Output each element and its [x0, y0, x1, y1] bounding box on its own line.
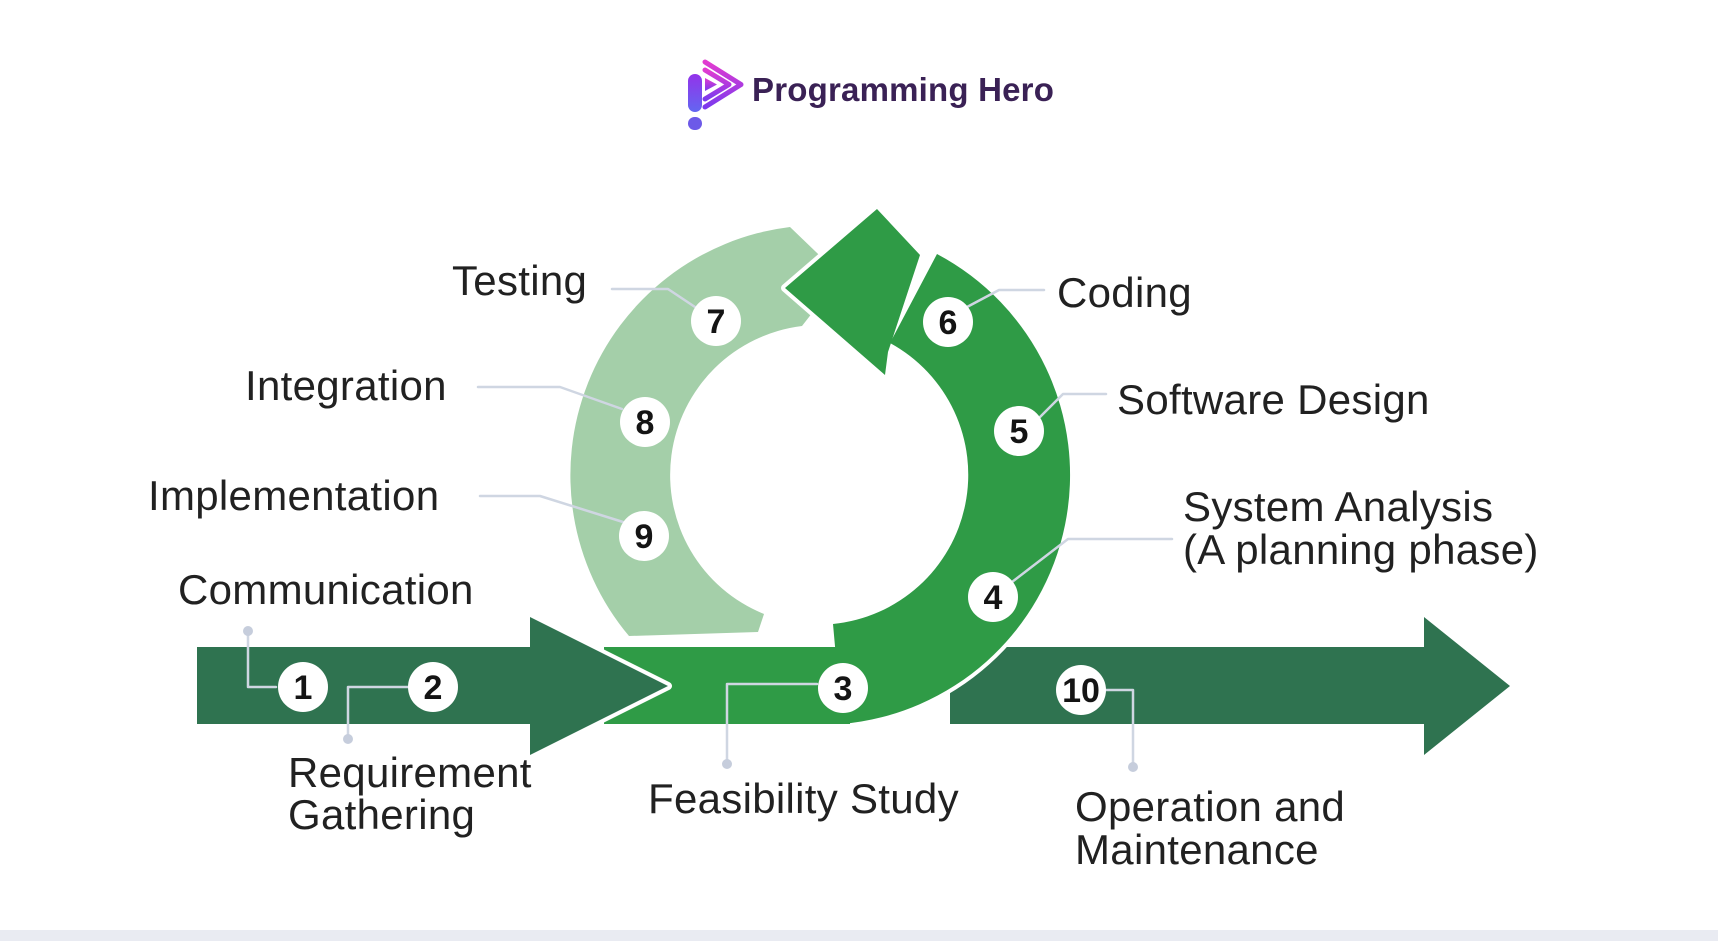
cycle-arrowhead-icon: [785, 209, 920, 375]
step-label-testing: Testing: [452, 257, 587, 304]
step-badge-7: 7: [691, 296, 741, 346]
step-number-8: 8: [636, 404, 655, 442]
output-arrow: [950, 617, 1510, 755]
connector-dot-1: [243, 626, 253, 636]
step-number-10: 10: [1062, 672, 1100, 710]
connector-line-2: [346, 685, 410, 739]
connectors: [243, 287, 1174, 772]
connector-line-5: [1038, 392, 1108, 419]
step-badge-9: 9: [619, 511, 669, 561]
step-label-feasibility-study: Feasibility Study: [648, 775, 959, 822]
step-badge-8: 8: [620, 397, 670, 447]
logo-icon: [688, 59, 744, 130]
step-label-integration: Integration: [245, 362, 447, 409]
step-number-3: 3: [834, 670, 853, 708]
step-badge-3: 3: [818, 663, 868, 713]
step-number-2: 2: [424, 669, 443, 707]
connector-line-1: [246, 631, 278, 689]
step-badge-2: 2: [408, 662, 458, 712]
connector-dot-10: [1128, 762, 1138, 772]
step-label-gathering: Gathering: [288, 791, 475, 838]
connector-line-7: [610, 287, 700, 311]
connector-line-10: [1104, 688, 1135, 767]
connector-dot-3: [722, 759, 732, 769]
step-label-coding: Coding: [1057, 269, 1192, 316]
connector-line-6: [965, 288, 1046, 309]
step-label-requirement: Requirement: [288, 749, 532, 796]
footer-strip: [0, 930, 1718, 941]
step-label-system-analysis: System Analysis: [1183, 483, 1493, 530]
step-label-operation-and: Operation and: [1075, 783, 1345, 830]
step-badge-6: 6: [923, 297, 973, 347]
step-number-1: 1: [294, 669, 313, 707]
connector-line-9: [478, 494, 625, 524]
connector-dot-2: [343, 734, 353, 744]
brand-logo: Programming Hero: [688, 59, 1054, 130]
connector-line-3: [725, 682, 819, 764]
step-label-implementation: Implementation: [148, 472, 439, 519]
step-label-maintenance: Maintenance: [1075, 826, 1319, 873]
logo-text: Programming Hero: [752, 71, 1054, 108]
step-badge-4: 4: [968, 572, 1018, 622]
step-number-9: 9: [635, 518, 654, 556]
step-label-software-design: Software Design: [1117, 376, 1430, 423]
step-number-6: 6: [939, 304, 958, 342]
step-label-communication: Communication: [178, 566, 474, 613]
step-badge-5: 5: [994, 406, 1044, 456]
connector-line-8: [476, 385, 624, 411]
step-label-planning-phase: (A planning phase): [1183, 526, 1539, 573]
connector-line-4: [1010, 537, 1174, 584]
step-badges: 1 2 3 4 5 6 7 8: [278, 296, 1106, 715]
step-number-4: 4: [984, 579, 1003, 617]
step-badge-1: 1: [278, 662, 328, 712]
step-badge-10: 10: [1056, 665, 1106, 715]
step-number-5: 5: [1010, 413, 1029, 451]
step-labels: Communication Requirement Gathering Feas…: [148, 257, 1539, 873]
step-number-7: 7: [707, 303, 726, 341]
